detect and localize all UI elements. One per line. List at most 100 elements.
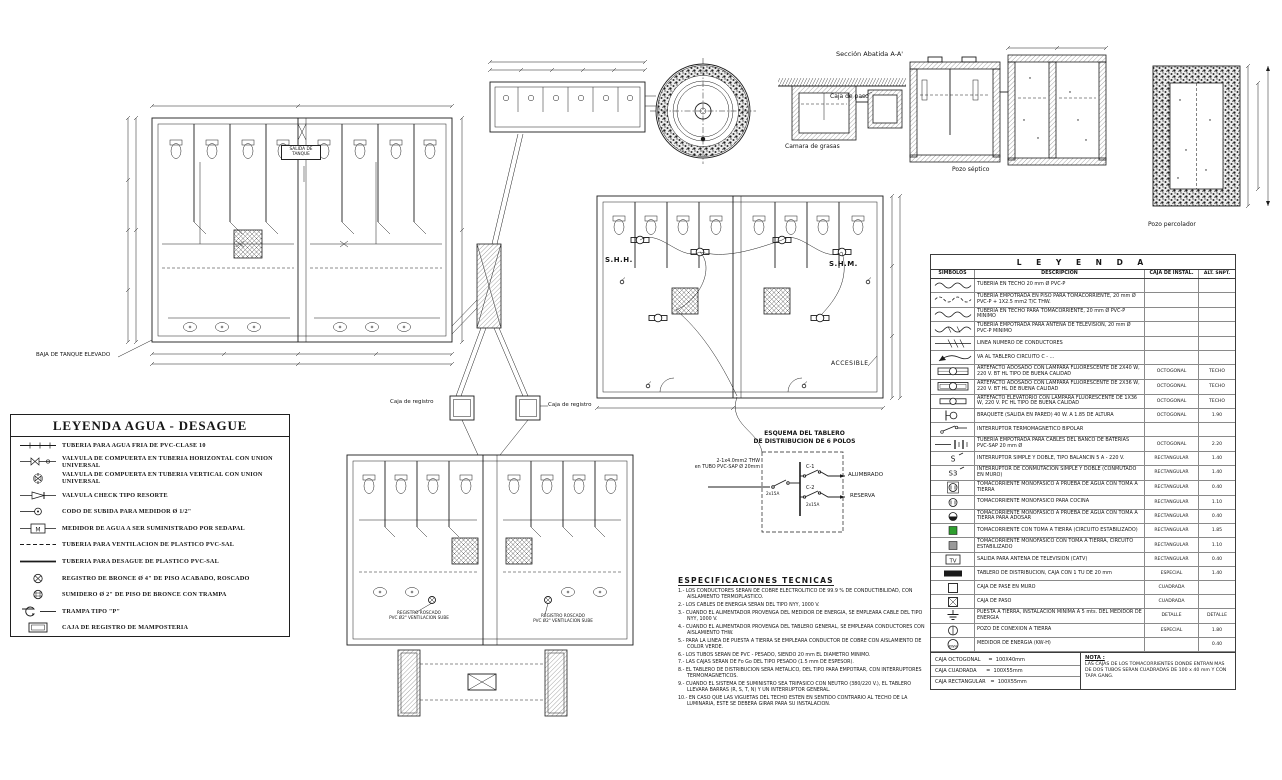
electrical-legend-desc: POZO DE CONEXION A TIERRA <box>975 623 1145 637</box>
electrical-legend-desc: BRAQUETE (SALIDA EN PARED) 40 W. A 1.85 … <box>975 409 1145 423</box>
electrical-legend-row: POZO DE CONEXION A TIERRA ESPECIAL 1.80 <box>931 623 1235 638</box>
water-legend-row: VALVULA CHECK TIPO RESORTE <box>11 487 289 504</box>
electrical-legend-height: 1.80 <box>1211 627 1223 633</box>
gate-valve-horizontal-icon <box>14 455 62 468</box>
electrical-legend-box-type <box>1145 351 1199 364</box>
electrical-legend-box-type <box>1145 423 1199 437</box>
electrical-legend-height: 1.85 <box>1211 528 1223 534</box>
electrical-legend-desc: LINEA NUMERO DE CONDUCTORES <box>975 337 1145 350</box>
water-legend-row: TUBERIA PARA AGUA FRIA DE PVC-CLASE 10 <box>11 437 289 454</box>
circuit-c1-label: C-1 <box>806 464 815 470</box>
box-size-row: CAJA CUADRADA = 100X55mm <box>931 666 1080 677</box>
water-legend-desc: VALVULA DE COMPUERTA EN TUBERIA VERTICAL… <box>62 471 263 486</box>
electrical-legend-box-type: ESPECIAL <box>1145 567 1199 580</box>
electrical-legend-box-type: RECTANGULAR <box>1145 480 1199 495</box>
tv-outlet-icon: TV <box>931 553 975 566</box>
electrical-legend-desc: MEDIDOR DE ENERGIA (KW-H) <box>975 637 1145 651</box>
spec-item: 4.- CUANDO EL ALIMENTADOR PROVENGA DEL T… <box>678 624 925 636</box>
electrical-legend-box-type: RECTANGULAR <box>1145 538 1199 552</box>
electrical-legend-row: TUBERIA EMPOTRADA PARA ANTENA DE TELEVIS… <box>931 322 1235 337</box>
conduit-floor-icon <box>931 292 975 307</box>
water-legend-desc: REGISTRO DE BRONCE Ø 4" DE PISO ACABADO,… <box>62 574 250 582</box>
electrical-legend-height: 0.40 <box>1211 557 1223 562</box>
cold-water-pipe-icon <box>14 439 62 452</box>
electrical-legend-desc: TUBERIA EMPOTRADA PARA CABLES DEL BANCO … <box>975 437 1145 451</box>
salida-tanque-text: SALIDA DE TANQUE <box>289 147 313 158</box>
drain-pipe-icon <box>14 555 62 568</box>
water-legend-desc: MEDIDOR DE AGUA A SER SUMINISTRADO POR S… <box>62 524 245 532</box>
feeder-line1: 2-1x4.0mm2 THW <box>716 459 760 464</box>
spec-item: 6.- LOS TUBOS SERAN DE PVC - PESADO, SIE… <box>678 652 871 658</box>
electrical-legend-row: ARTEFACTO ELEVATORIO CON LAMPARA FLUORES… <box>931 394 1235 410</box>
water-legend-row: TUBERIA PARA VENTILACION DE PLASTICO PVC… <box>11 537 289 554</box>
spec-item: 3.- CUANDO EL ALIMENTADOR PROVENGA DEL M… <box>678 610 923 622</box>
electrical-legend-box-type: OCTOGONAL <box>1145 437 1199 451</box>
electrical-legend-box-type: CUADRADA <box>1145 581 1199 594</box>
electrical-legend-height: 1.40 <box>1211 571 1223 576</box>
battery-conduit-icon <box>931 437 975 451</box>
registro-roscado-l2: PVC Ø2" VENTILACION SUBE <box>389 614 449 620</box>
fluorescent-2x40-icon <box>931 365 975 379</box>
vent-pipe-icon <box>14 538 62 551</box>
electrical-legend-row: TOMACORRIENTE MONOFASICO A PRUEBA DE AGU… <box>931 509 1235 525</box>
electrical-legend-box-type <box>1145 307 1199 322</box>
electrical-legend-height: 1.40 <box>1211 470 1223 476</box>
conduit-ceiling-icon <box>931 278 975 292</box>
water-legend-desc: VALVULA CHECK TIPO RESORTE <box>62 491 168 499</box>
electrical-legend-box-type: RECTANGULAR <box>1145 452 1199 465</box>
inspection-box-icon <box>14 621 62 634</box>
switch-3way-icon: S3 <box>931 466 975 480</box>
sections-linework <box>778 45 1270 209</box>
electrical-legend-desc: TOMACORRIENTE MONOFASICO A PRUEBA DE AGU… <box>975 509 1145 524</box>
caja-registro-label-right: Caja de registro <box>548 402 592 408</box>
accesible-label: ACCESIBLE <box>831 360 869 367</box>
spec-item: 8.- EL TABLERO DE DISTRIBUCION SERA META… <box>678 668 922 680</box>
spec-item: 7.- LAS CAJAS SERAN DE Fo Go DEL TIPO PE… <box>678 660 854 666</box>
pozo-septico-label: Pozo séptico <box>952 166 990 173</box>
plan-small-linework <box>487 59 656 133</box>
feeder-label: 2-1x4.0mm2 THW en TUBO PVC-SAP Ø 20mm <box>640 459 760 471</box>
plan-electrico-linework <box>594 193 903 453</box>
electrical-legend-desc: INTERRUPTOR SIMPLE Y DOBLE, TIPO BALANCI… <box>975 452 1145 465</box>
pozo-percolador-plan-linework <box>650 58 756 164</box>
svg-text:S3: S3 <box>948 470 957 478</box>
spec-item: 10.- EN CASO QUE LAS VIGUETAS DEL TECHO … <box>678 696 908 708</box>
plan-agua-linework <box>117 103 465 367</box>
electrical-legend-desc: TUBERIA EN TECHO PARA TOMACORRIENTE, 20 … <box>975 307 1145 322</box>
esquema-title-line1: ESQUEMA DEL TABLERO <box>764 430 845 437</box>
electrical-legend: L E Y E N D A SIMBOLOS DESCRIPCION CAJA … <box>930 254 1236 690</box>
c1-load-label: ALUMBRADO <box>848 472 884 478</box>
electrical-legend-rows: TUBERIA EN TECHO 20 mm Ø PVC-P TUBERIA E… <box>931 278 1235 652</box>
especificaciones: ESPECIFICACIONES TECNICAS 1.- LOS CONDUC… <box>678 568 926 710</box>
electrical-legend-row: TOMACORRIENTE MONOFASICO A PRUEBA DE AGU… <box>931 480 1235 496</box>
nota-title: NOTA : <box>1085 654 1105 661</box>
water-legend-row: CAJA DE REGISTRO DE MAMPOSTERIA <box>11 620 289 637</box>
electrical-legend-box-type <box>1145 322 1199 336</box>
electrical-legend-height: 1.10 <box>1211 542 1223 548</box>
registro-roscado-label-right: REGISTRO ROSCADO PVC Ø2" VENTILACION SUB… <box>524 613 602 623</box>
electrical-legend-box-type <box>1145 292 1199 307</box>
water-legend-row: VALVULA DE COMPUERTA EN TUBERIA VERTICAL… <box>11 470 289 487</box>
registro-roscado-l1: REGISTRO ROSCADO <box>397 610 441 615</box>
check-valve-icon <box>14 489 62 502</box>
plan-desague-linework <box>346 133 634 717</box>
registro-roscado-l1b: REGISTRO ROSCADO <box>541 613 585 618</box>
electrical-legend-row: TOMACORRIENTE CON TOMA A TIERRA (CIRCUIT… <box>931 524 1235 539</box>
electrical-legend-box-type: OCTOGONAL <box>1145 379 1199 394</box>
room-label-shh: S.H.H. <box>605 256 633 264</box>
floor-drain-icon <box>14 588 62 601</box>
electrical-legend-desc: ARTEFACTO ADOSADO CON LAMPARA FLUORESCEN… <box>975 379 1145 394</box>
electrical-legend-row: TUBERIA EMPOTRADA PARA CABLES DEL BANCO … <box>931 437 1235 452</box>
spec-item: 2.- LOS CABLES DE ENERGIA SERAN DEL TIPO… <box>678 602 820 608</box>
electrical-legend-box-type <box>1145 278 1199 292</box>
electrical-legend-desc: TOMACORRIENTE MONOFASICO PARA COCINA <box>975 495 1145 509</box>
breaker2-label: 2x15A <box>806 502 820 507</box>
electrical-legend-box-type: OCTOGONAL <box>1145 394 1199 409</box>
electrical-legend-desc: TABLERO DE DISTRIBUCION, CAJA CON 1 TU D… <box>975 567 1145 580</box>
electrical-legend-box-type: OCTOGONAL <box>1145 409 1199 423</box>
outlet-adosar-icon <box>931 509 975 524</box>
especificaciones-items: 1.- LOS CONDUCTORES SERAN DE COBRE ELECT… <box>678 589 926 708</box>
water-meter-icon: M <box>14 522 62 535</box>
registro-roscado-label-left: REGISTRO ROSCADO PVC Ø2" VENTILACION SUB… <box>380 610 458 620</box>
